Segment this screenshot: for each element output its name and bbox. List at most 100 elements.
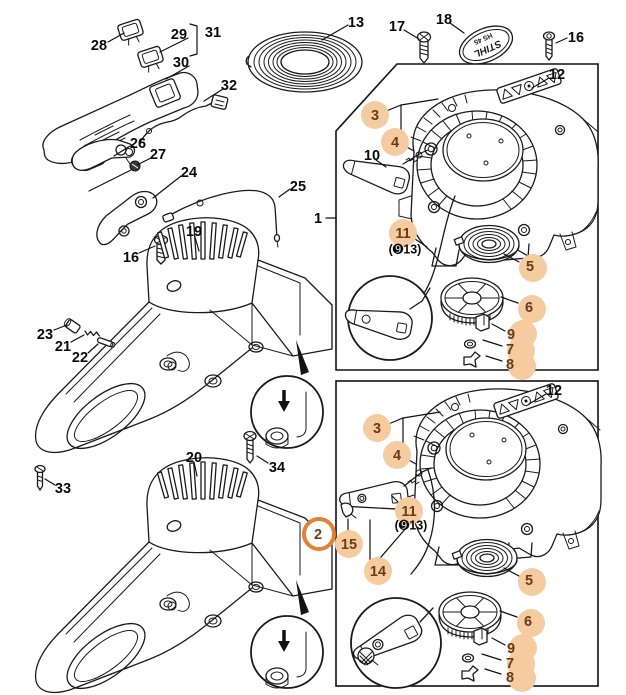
callout-2[interactable]: 2: [302, 517, 336, 551]
callout-15[interactable]: 15: [335, 530, 363, 558]
callout-21: 21: [55, 339, 71, 355]
callout-text: 6: [525, 300, 533, 316]
callout-text: 7: [506, 342, 514, 358]
highlight-circle[interactable]: [508, 352, 536, 380]
callout-text: 5: [525, 573, 533, 589]
drawing-cap-15: [340, 502, 357, 519]
callout-30: 30: [173, 55, 189, 71]
callout-20: 20: [186, 450, 202, 466]
drawing-grommet-27: [129, 160, 141, 172]
callout-3-top[interactable]: 3: [361, 101, 389, 129]
callout-text: 4: [393, 448, 401, 464]
callout-29: 29: [171, 27, 187, 43]
callout-11-top[interactable]: 11: [389, 219, 417, 247]
callout-text: 3: [371, 108, 379, 124]
highlight-circle[interactable]: [361, 101, 389, 129]
highlight-circle[interactable]: [519, 254, 547, 282]
callout-text: 15: [341, 537, 357, 553]
callout-text: 12: [549, 67, 565, 83]
callout-text: 3: [373, 421, 381, 437]
variant-panel-1-border: [335, 63, 599, 371]
highlight-circle[interactable]: [517, 609, 545, 637]
callout-4-top[interactable]: 4: [381, 128, 409, 156]
callout-3-bottom[interactable]: 3: [363, 414, 391, 442]
callout-text: 16: [568, 30, 584, 46]
callout-ref13-top: (➒13): [389, 243, 422, 257]
drawing-grip-inset-bottom: [350, 597, 442, 689]
callout-text: (➒13): [389, 243, 422, 257]
callout-text: 16: [123, 250, 139, 266]
callout-text: 32: [221, 78, 237, 94]
highlight-circle[interactable]: [518, 295, 546, 323]
highlight-circle[interactable]: [518, 568, 546, 596]
callout-text: 14: [370, 564, 386, 580]
drawing-trigger-26: [71, 138, 136, 171]
callout-text: 18: [436, 12, 452, 28]
highlight-circle[interactable]: [335, 530, 363, 558]
drawing-housing-20: [33, 456, 334, 695]
drawing-screw-34: [243, 430, 257, 464]
callout-text: 33: [55, 481, 71, 497]
elastostart-knob-icon: [357, 647, 379, 666]
callout-text: 26: [130, 136, 146, 152]
callout-text: 1: [314, 211, 322, 227]
callout-5-top[interactable]: 5: [519, 254, 547, 282]
drawing-throttle-cable-25: [162, 189, 281, 248]
callout-12-bottom: 12: [546, 383, 562, 399]
callout-text: 21: [55, 339, 71, 355]
callout-text: 4: [391, 135, 399, 151]
callout-6-top[interactable]: 6: [518, 295, 546, 323]
highlight-circle[interactable]: [364, 557, 392, 585]
callout-text: 34: [269, 460, 285, 476]
callout-text: 29: [171, 27, 187, 43]
callout-text: 9: [507, 327, 515, 343]
highlight-circle[interactable]: [383, 441, 411, 469]
drawing-grip-inset-top: [344, 275, 433, 361]
highlight-circle[interactable]: [389, 219, 417, 247]
callout-text: 17: [389, 19, 405, 35]
callout-11-bottom[interactable]: 11: [395, 497, 423, 525]
drawing-screw-17: [416, 31, 432, 64]
callout-text: 12: [546, 383, 562, 399]
callout-text: 28: [91, 38, 107, 54]
callout-31: 31: [205, 25, 221, 41]
callout-text: 11: [395, 226, 410, 242]
callout-6-bottom[interactable]: 6: [517, 609, 545, 637]
callout-33: 33: [55, 481, 71, 497]
drawing-pin-22: [96, 337, 116, 348]
callout-text: 6: [524, 614, 532, 630]
drawing-wire-32: [139, 94, 229, 144]
drawing-model-plate-18: STIHL HS 45: [458, 25, 514, 65]
drawing-starter-rope-coil-13: [245, 31, 363, 93]
drawing-screw-33: [34, 464, 46, 491]
highlight-circle[interactable]: [395, 497, 423, 525]
drawing-handle-molding-30: [42, 71, 199, 172]
callout-13: 13: [348, 15, 364, 31]
callout-text: 11: [401, 504, 416, 520]
callout-23: 23: [37, 327, 53, 343]
callout-text: 22: [72, 350, 88, 366]
selected-ring[interactable]: [302, 517, 336, 551]
highlight-circle[interactable]: [363, 414, 391, 442]
callout-8-top[interactable]: 8: [506, 352, 536, 380]
callout-14[interactable]: 14: [364, 557, 392, 585]
callout-text: 31: [205, 25, 221, 41]
callout-text: 23: [37, 327, 53, 343]
callout-18: 18: [436, 12, 452, 28]
callout-text: 9: [507, 641, 515, 657]
callout-5-bottom[interactable]: 5: [518, 568, 546, 596]
callout-4-bottom[interactable]: 4: [383, 441, 411, 469]
highlight-circle[interactable]: [508, 664, 536, 692]
callout-text: 7: [506, 656, 514, 672]
callout-8-bottom[interactable]: 8: [506, 664, 536, 692]
callout-text: 24: [181, 165, 197, 181]
drawing-bushing-23: [63, 318, 81, 334]
callout-34: 34: [269, 460, 285, 476]
callout-16-left: 16: [123, 250, 139, 266]
drawing-switch-29: [137, 45, 164, 73]
highlight-circle[interactable]: [381, 128, 409, 156]
callout-text: 2: [314, 527, 322, 543]
callout-26: 26: [130, 136, 146, 152]
